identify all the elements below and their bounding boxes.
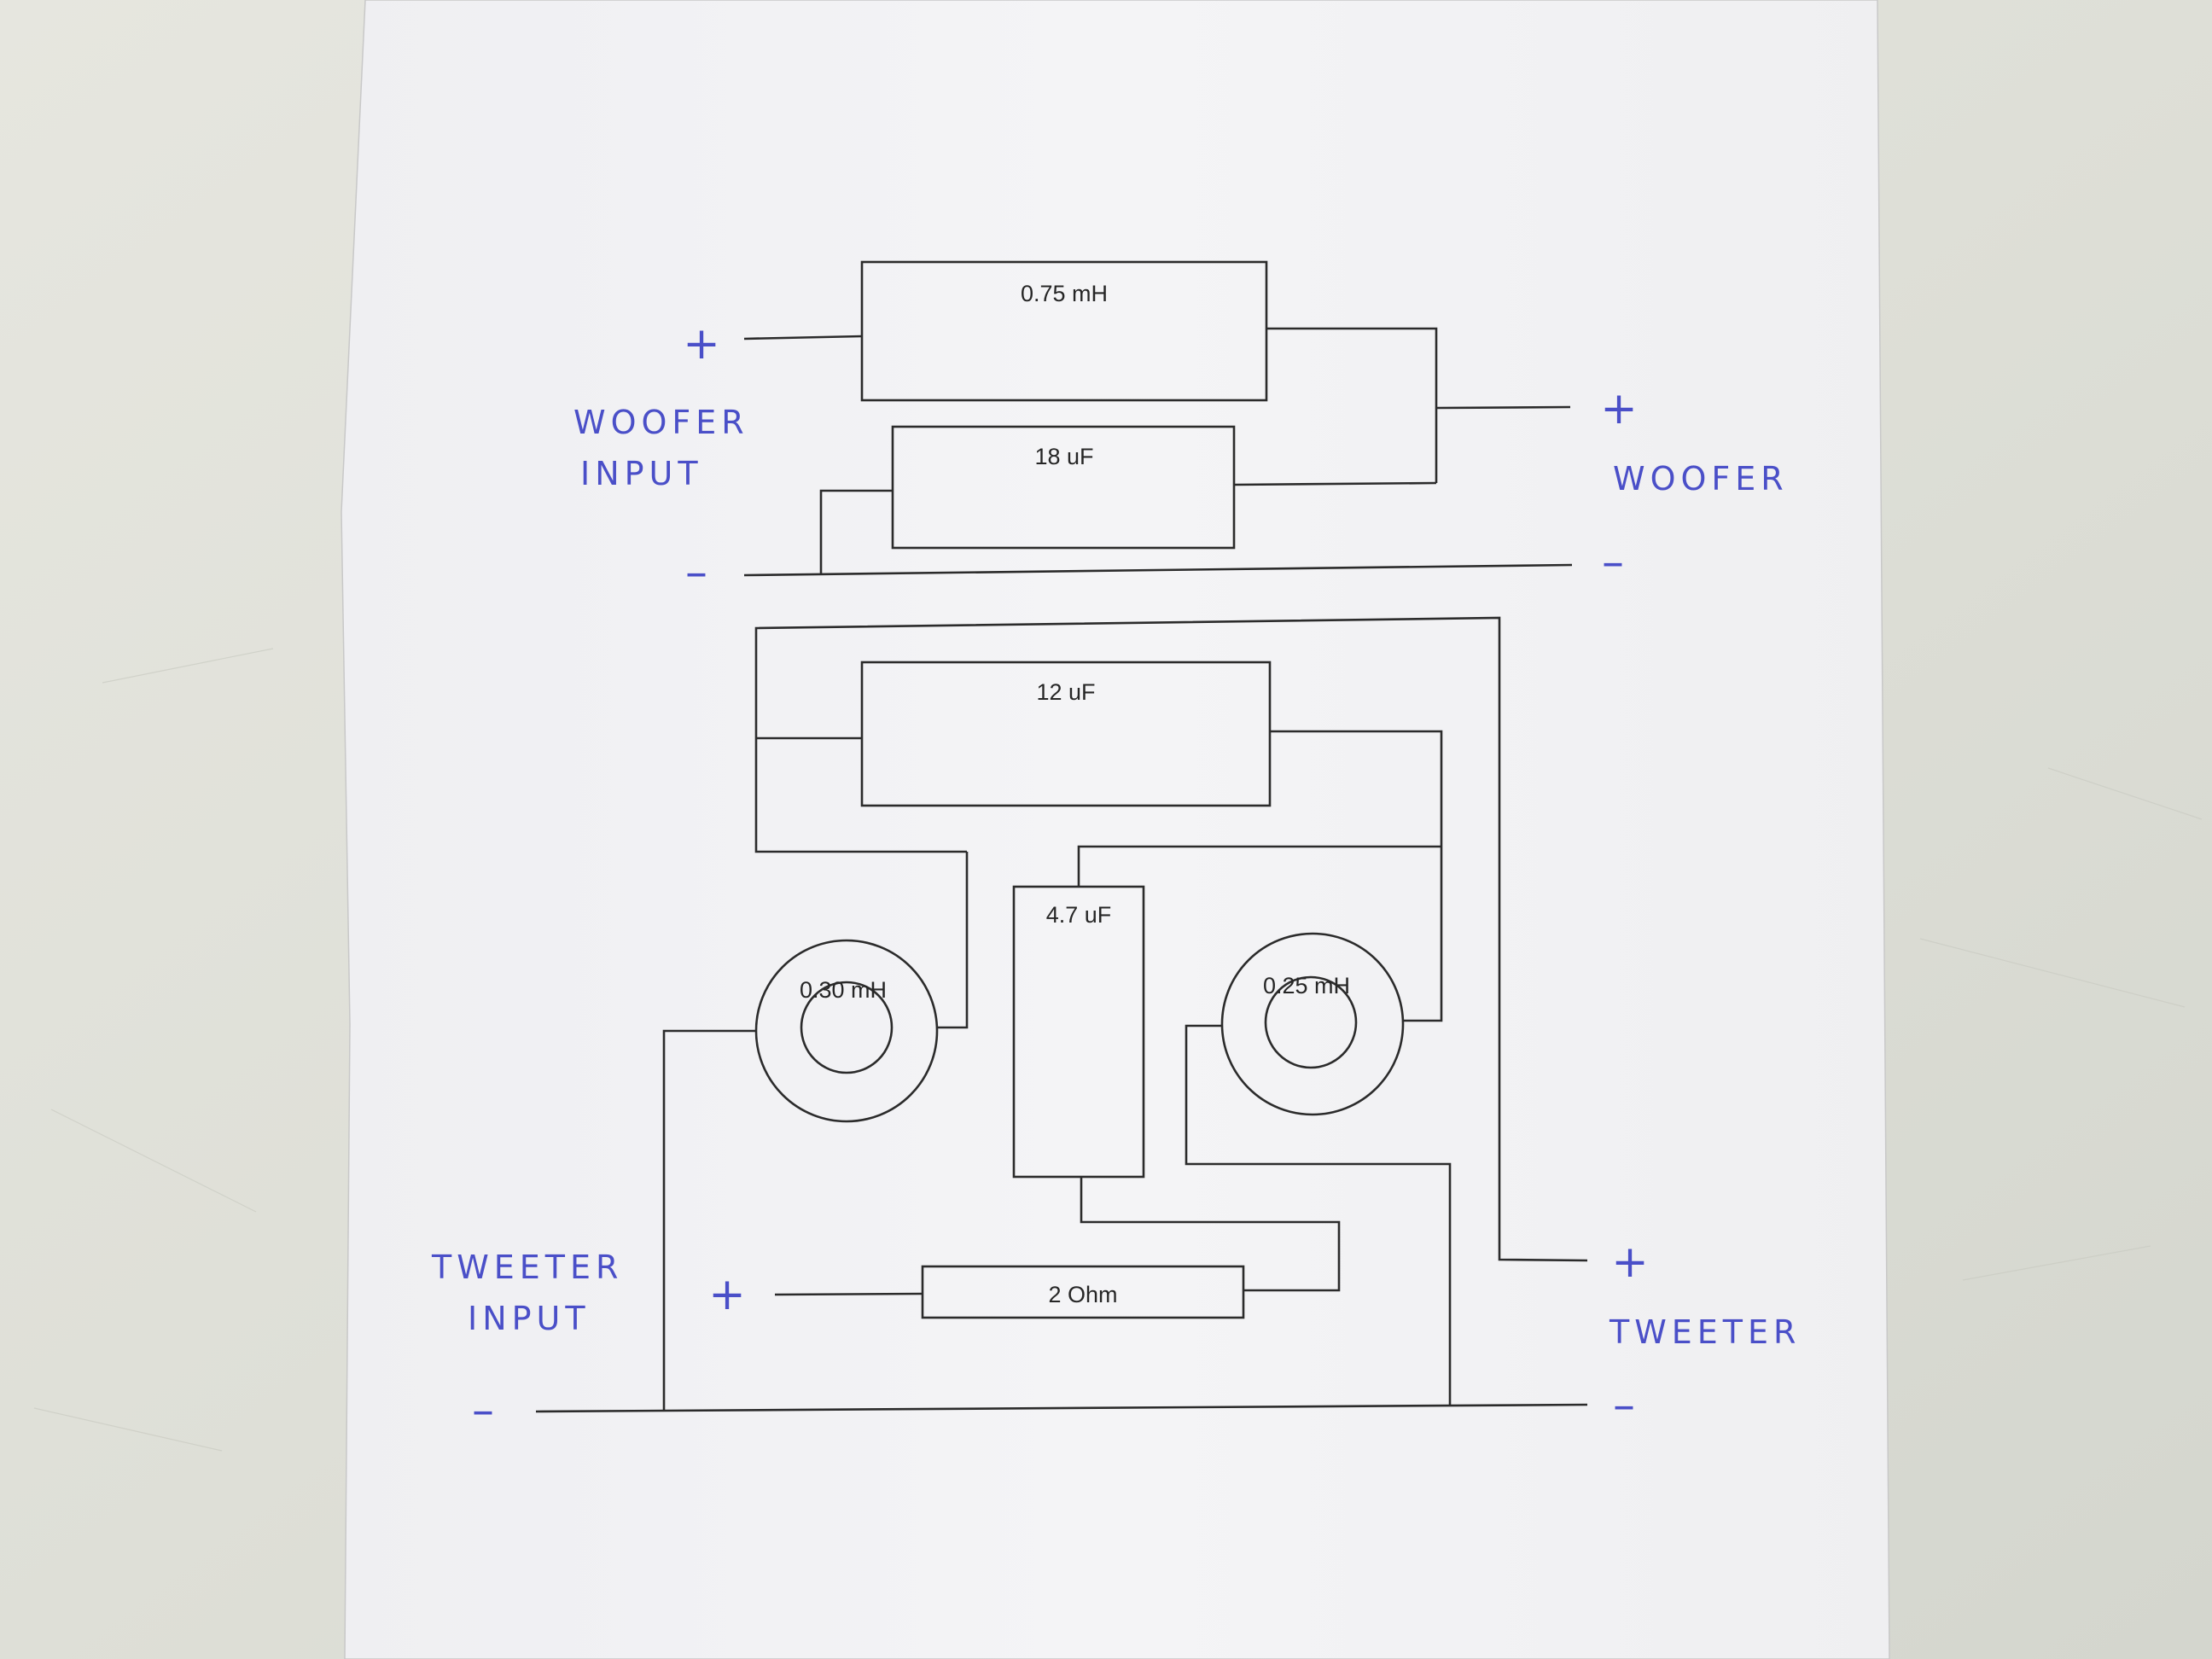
tweeter-capacitor-47uf-box (1012, 885, 1145, 1179)
woofer-inductor-box (860, 260, 1268, 402)
wire-030mh-left (662, 1029, 756, 1412)
tweeter-input-minus: – (472, 1385, 494, 1436)
tweeter-input-label-1: TWEETER (431, 1249, 623, 1286)
tweeter-capacitor-47uf-label: 4.7 uF (1046, 902, 1112, 928)
woofer-input-plus: + (683, 318, 720, 370)
paper-sheet (341, 0, 1890, 1659)
wire-tweeter-top-loop (754, 616, 1588, 1262)
woofer-section: 0.75 mH 18 uF (743, 260, 1573, 577)
wire-12uf-right (1270, 730, 1443, 1022)
tweeter-capacitor-12uf-box (860, 661, 1272, 807)
wire-woofer-capacitor-right (1233, 481, 1437, 486)
wire-woofer-inductor-out (1266, 327, 1438, 483)
tweeter-input-label-2: INPUT (468, 1300, 591, 1337)
wire-025mh-left (1185, 1024, 1452, 1406)
tweeter-inductor-025-label: 0.25 mH (1263, 973, 1350, 998)
tweeter-capacitor-12uf-label: 12 uF (1036, 679, 1095, 705)
tweeter-resistor-label: 2 Ohm (1048, 1282, 1117, 1307)
wire-47uf-top (1077, 845, 1441, 887)
handwritten-labels: + WOOFER INPUT – + WOOFER – TWEETER INPU… (431, 318, 1801, 1436)
woofer-output-label: WOOFER (1613, 460, 1789, 498)
tweeter-inductor-025-outer (1220, 932, 1405, 1116)
tweeter-input-plus: + (708, 1269, 746, 1320)
tweeter-inductor-030-inner (800, 981, 894, 1074)
woofer-inductor-label: 0.75 mH (1021, 281, 1108, 306)
tweeter-output-minus: – (1613, 1380, 1635, 1431)
tweeter-inductor-030-label: 0.30 mH (800, 977, 887, 1003)
woofer-capacitor-label: 18 uF (1034, 444, 1093, 469)
tweeter-output-plus: + (1611, 1237, 1649, 1288)
woofer-input-minus: – (685, 547, 707, 598)
woofer-output-plus: + (1600, 383, 1638, 434)
wire-woofer-ground (743, 563, 1573, 577)
wire-47uf-bottom (1080, 1177, 1341, 1292)
wire-woofer-capacitor-left (819, 489, 893, 575)
woofer-output-minus: – (1602, 537, 1624, 588)
wire-woofer-plus-in (743, 335, 863, 341)
table-scratches (33, 648, 2203, 1452)
woofer-input-label-1: WOOFER (573, 404, 749, 441)
wire-woofer-plus-out (1435, 405, 1571, 410)
tweeter-inductor-025-inner (1264, 975, 1358, 1069)
wire-tweeter-plus-in (774, 1292, 923, 1296)
woofer-capacitor-box (891, 425, 1236, 550)
tweeter-output-label: TWEETER (1609, 1313, 1801, 1351)
wire-tweeter-ground (535, 1403, 1588, 1413)
woofer-input-label-2: INPUT (580, 455, 703, 492)
wire-to-030mh (936, 852, 969, 1029)
tweeter-resistor-box (921, 1265, 1245, 1319)
tweeter-section: 12 uF 4.7 uF 0.30 mH 0.25 mH 2 Ohm (535, 616, 1588, 1413)
